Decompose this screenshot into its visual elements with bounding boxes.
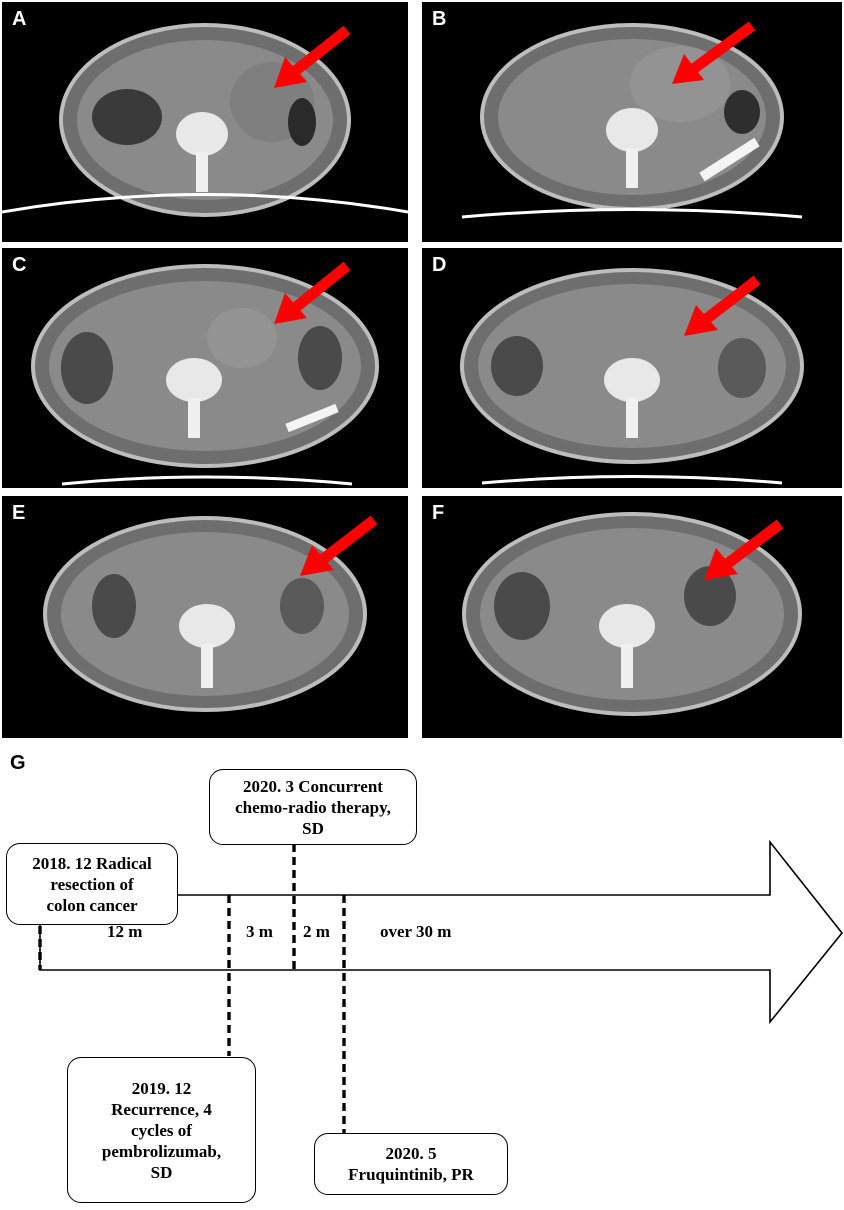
event-2019-box: 2019. 12 Recurrence, 4 cycles of pembrol… — [67, 1057, 256, 1203]
event-2019-line-4: pembrolizumab, — [101, 1141, 222, 1161]
panel-label-c: C — [12, 254, 27, 276]
red-arrow-icon — [704, 519, 784, 580]
panel-label-e: E — [12, 502, 26, 524]
duration-over-30m: over 30 m — [380, 922, 452, 941]
red-arrow-icon — [672, 21, 756, 84]
red-arrow-icon — [274, 25, 351, 88]
panel-label-g: G — [10, 752, 26, 774]
panel-label-a: A — [12, 8, 27, 30]
event-2019-line-2: Recurrence, 4 — [111, 1099, 212, 1119]
panel-label-b: B — [432, 8, 447, 30]
event-2018-line-3: colon cancer — [46, 895, 138, 915]
duration-12m: 12 m — [107, 922, 143, 941]
event-2020-5-box: 2020. 5 Fruquintinib, PR — [314, 1133, 508, 1195]
red-arrow-icon — [300, 515, 378, 576]
event-2020-3-line-1: 2020. 3 Concurrent — [243, 776, 383, 796]
event-2018-line-2: resection of — [50, 874, 134, 894]
ct-panel-a: A — [2, 2, 408, 242]
event-2019-line-3: cycles of — [131, 1120, 192, 1140]
panel-label-f: F — [432, 502, 445, 524]
duration-2m: 2 m — [303, 922, 330, 941]
event-2019-line-5: SD — [150, 1162, 173, 1182]
ct-panel-e: E — [2, 496, 408, 738]
event-2020-5-line-1: 2020. 5 — [385, 1144, 437, 1163]
ct-panel-c: C — [2, 248, 408, 488]
event-2018-line-1: 2018. 12 Radical — [32, 853, 152, 873]
event-2020-5-line-2: Fruquintinib, PR — [348, 1165, 474, 1184]
duration-3m: 3 m — [246, 922, 273, 941]
event-2020-3-line-3: SD — [302, 818, 324, 838]
ct-panel-b: B — [422, 2, 842, 242]
panel-label-d: D — [432, 254, 447, 276]
event-2020-3-line-2: chemo-radio therapy, — [235, 797, 391, 817]
event-2020-3-box: 2020. 3 Concurrent chemo-radio therapy, … — [209, 769, 417, 845]
event-2018-box: 2018. 12 Radical resection of colon canc… — [6, 843, 178, 925]
ct-panel-d: D — [422, 248, 842, 488]
red-arrow-icon — [274, 261, 351, 324]
event-2019-line-1: 2019. 12 — [131, 1078, 192, 1098]
red-arrow-icon — [684, 275, 761, 336]
ct-panel-f: F — [422, 496, 842, 738]
timeline-arrow — [38, 839, 844, 1134]
